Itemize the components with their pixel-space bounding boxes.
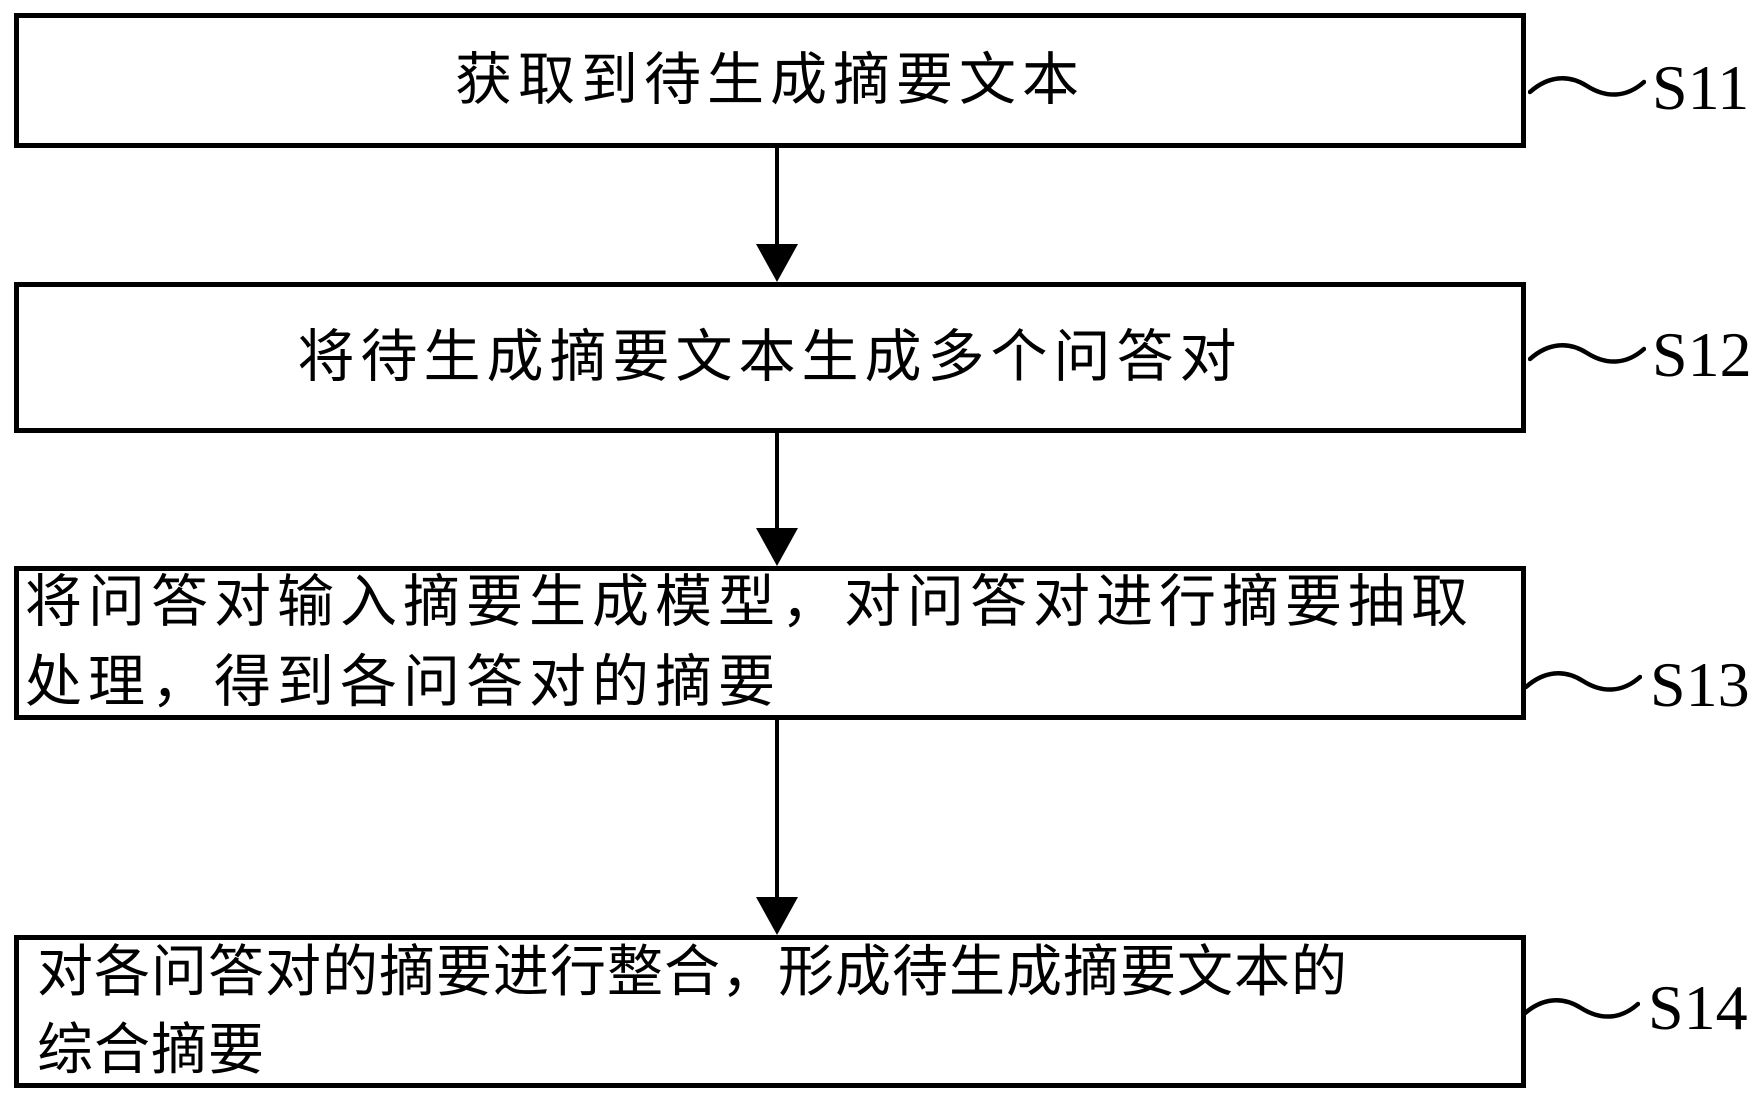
flow-step-box-s14: 对各问答对的摘要进行整合，形成待生成摘要文本的 综合摘要 <box>14 935 1526 1088</box>
down-arrow-icon <box>756 528 798 566</box>
flow-step-box-s11: 获取到待生成摘要文本 <box>14 13 1526 148</box>
step-label-s14: S14 <box>1648 972 1748 1043</box>
arrow-shaft <box>775 148 779 244</box>
step-label-s12: S12 <box>1652 319 1752 390</box>
arrow-shaft <box>775 433 779 528</box>
step-label-s11: S11 <box>1652 52 1750 123</box>
wavy-connector-icon <box>1528 343 1646 364</box>
flow-step-s14-text-line2: 综合摘要 <box>37 1019 265 1082</box>
wavy-connector-icon <box>1528 76 1646 97</box>
down-arrow-icon <box>756 897 798 935</box>
step-label-s13: S13 <box>1650 649 1750 720</box>
flow-step-s11-text: 获取到待生成摘要文本 <box>455 48 1085 112</box>
flow-step-s13-text-line2: 处理，得到各问答对的摘要 <box>25 651 781 714</box>
wavy-connector-icon <box>1522 998 1640 1019</box>
flow-step-s13-text-line1: 将问答对输入摘要生成模型，对问答对进行摘要抽取 <box>25 571 1474 634</box>
wavy-connector-icon <box>1524 671 1642 692</box>
arrow-shaft <box>775 720 779 897</box>
flow-step-box-s12: 将待生成摘要文本生成多个问答对 <box>14 282 1526 433</box>
down-arrow-icon <box>756 244 798 282</box>
flow-step-s14-text-line1: 对各问答对的摘要进行整合，形成待生成摘要文本的 <box>37 941 1348 1004</box>
flow-step-box-s13: 将问答对输入摘要生成模型，对问答对进行摘要抽取 处理，得到各问答对的摘要 <box>14 566 1526 720</box>
flow-step-s12-text: 将待生成摘要文本生成多个问答对 <box>297 325 1243 389</box>
